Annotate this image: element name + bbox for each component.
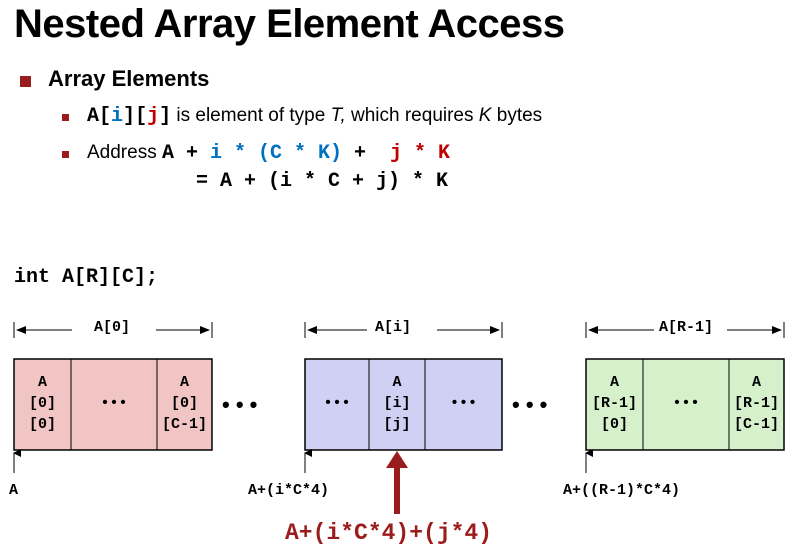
highlight-address: A+(i*C*4)+(j*4): [285, 520, 493, 546]
text-fragment: which requires: [345, 105, 479, 126]
cell-line: A: [609, 374, 619, 391]
text-fragment: is element of type: [171, 105, 331, 126]
text-fragment: bytes: [491, 105, 543, 126]
cell-a0-last: A [0] [C-1]: [157, 372, 212, 435]
addr-label-ai: A+(i*C*4): [248, 482, 330, 499]
bracket: ]: [123, 105, 136, 128]
addr-label-ar: A+((R-1)*C*4): [563, 482, 681, 499]
array-declaration: int A[R][C];: [14, 266, 159, 289]
bullet-square-icon: [20, 76, 31, 87]
cell-line: [C-1]: [733, 416, 779, 433]
bracket: [: [135, 105, 148, 128]
cell-line: [i]: [383, 395, 411, 412]
cell-ai-ellipsis-left: •••: [323, 395, 351, 412]
cell-ar-ellipsis: •••: [672, 395, 700, 412]
cell-line: [R-1]: [733, 395, 779, 412]
bullet-array-elements: Array Elements: [48, 66, 210, 91]
code-a: A: [87, 105, 100, 128]
cell-a0-ellipsis: •••: [100, 395, 128, 412]
type-t: T,: [330, 105, 346, 126]
address-plus: +: [342, 142, 391, 165]
cell-line: [C-1]: [161, 416, 207, 433]
cell-ai-ellipsis-right: •••: [449, 395, 477, 412]
cell-ai-element: A [i] [j]: [369, 372, 425, 435]
bracket: ]: [159, 105, 172, 128]
cell-a0-first: A [0] [0]: [14, 372, 71, 435]
cell-line: A: [751, 374, 761, 391]
sub-bullet-square-icon: [62, 151, 69, 158]
label-ar: A[R-1]: [656, 319, 717, 336]
cell-line: [0]: [28, 395, 56, 412]
cell-line: [0]: [28, 416, 56, 433]
cell-line: A: [37, 374, 47, 391]
sub-bullet-address: Address A + i * (C * K) + j * K: [87, 142, 450, 165]
block-a0: [13, 358, 213, 451]
bytes-k: K: [478, 105, 492, 126]
bracket: [: [99, 105, 112, 128]
cell-line: [j]: [383, 416, 411, 433]
addr-label-a0: A: [9, 482, 19, 499]
cell-ar-last: A [R-1] [C-1]: [729, 372, 784, 435]
block-ai: [304, 358, 503, 451]
label-a0: A[0]: [91, 319, 134, 336]
label-ai: A[i]: [372, 319, 415, 336]
sub-bullet-element-type: A[i][j] is element of type T, which requ…: [87, 105, 542, 128]
address-base: A +: [161, 142, 210, 165]
cell-line: [0]: [600, 416, 628, 433]
code-i: i: [111, 105, 124, 128]
ellipsis-between-1: • • •: [222, 392, 258, 417]
cell-line: [0]: [170, 395, 198, 412]
cell-ar-first: A [R-1] [0]: [586, 372, 643, 435]
address-col-offset: j * K: [390, 142, 451, 165]
address-label: Address: [87, 142, 162, 163]
block-ar: [585, 358, 785, 451]
address-row-offset: i * (C * K): [210, 142, 343, 165]
highlight-arrow-icon: [386, 451, 408, 468]
cell-line: [R-1]: [591, 395, 637, 412]
cell-line: A: [392, 374, 402, 391]
cell-line: A: [179, 374, 189, 391]
address-formula-line2: = A + (i * C + j) * K: [196, 170, 449, 193]
code-j: j: [147, 105, 160, 128]
ellipsis-between-2: • • •: [512, 392, 548, 417]
slide-title: Nested Array Element Access: [14, 2, 565, 46]
sub-bullet-square-icon: [62, 114, 69, 121]
